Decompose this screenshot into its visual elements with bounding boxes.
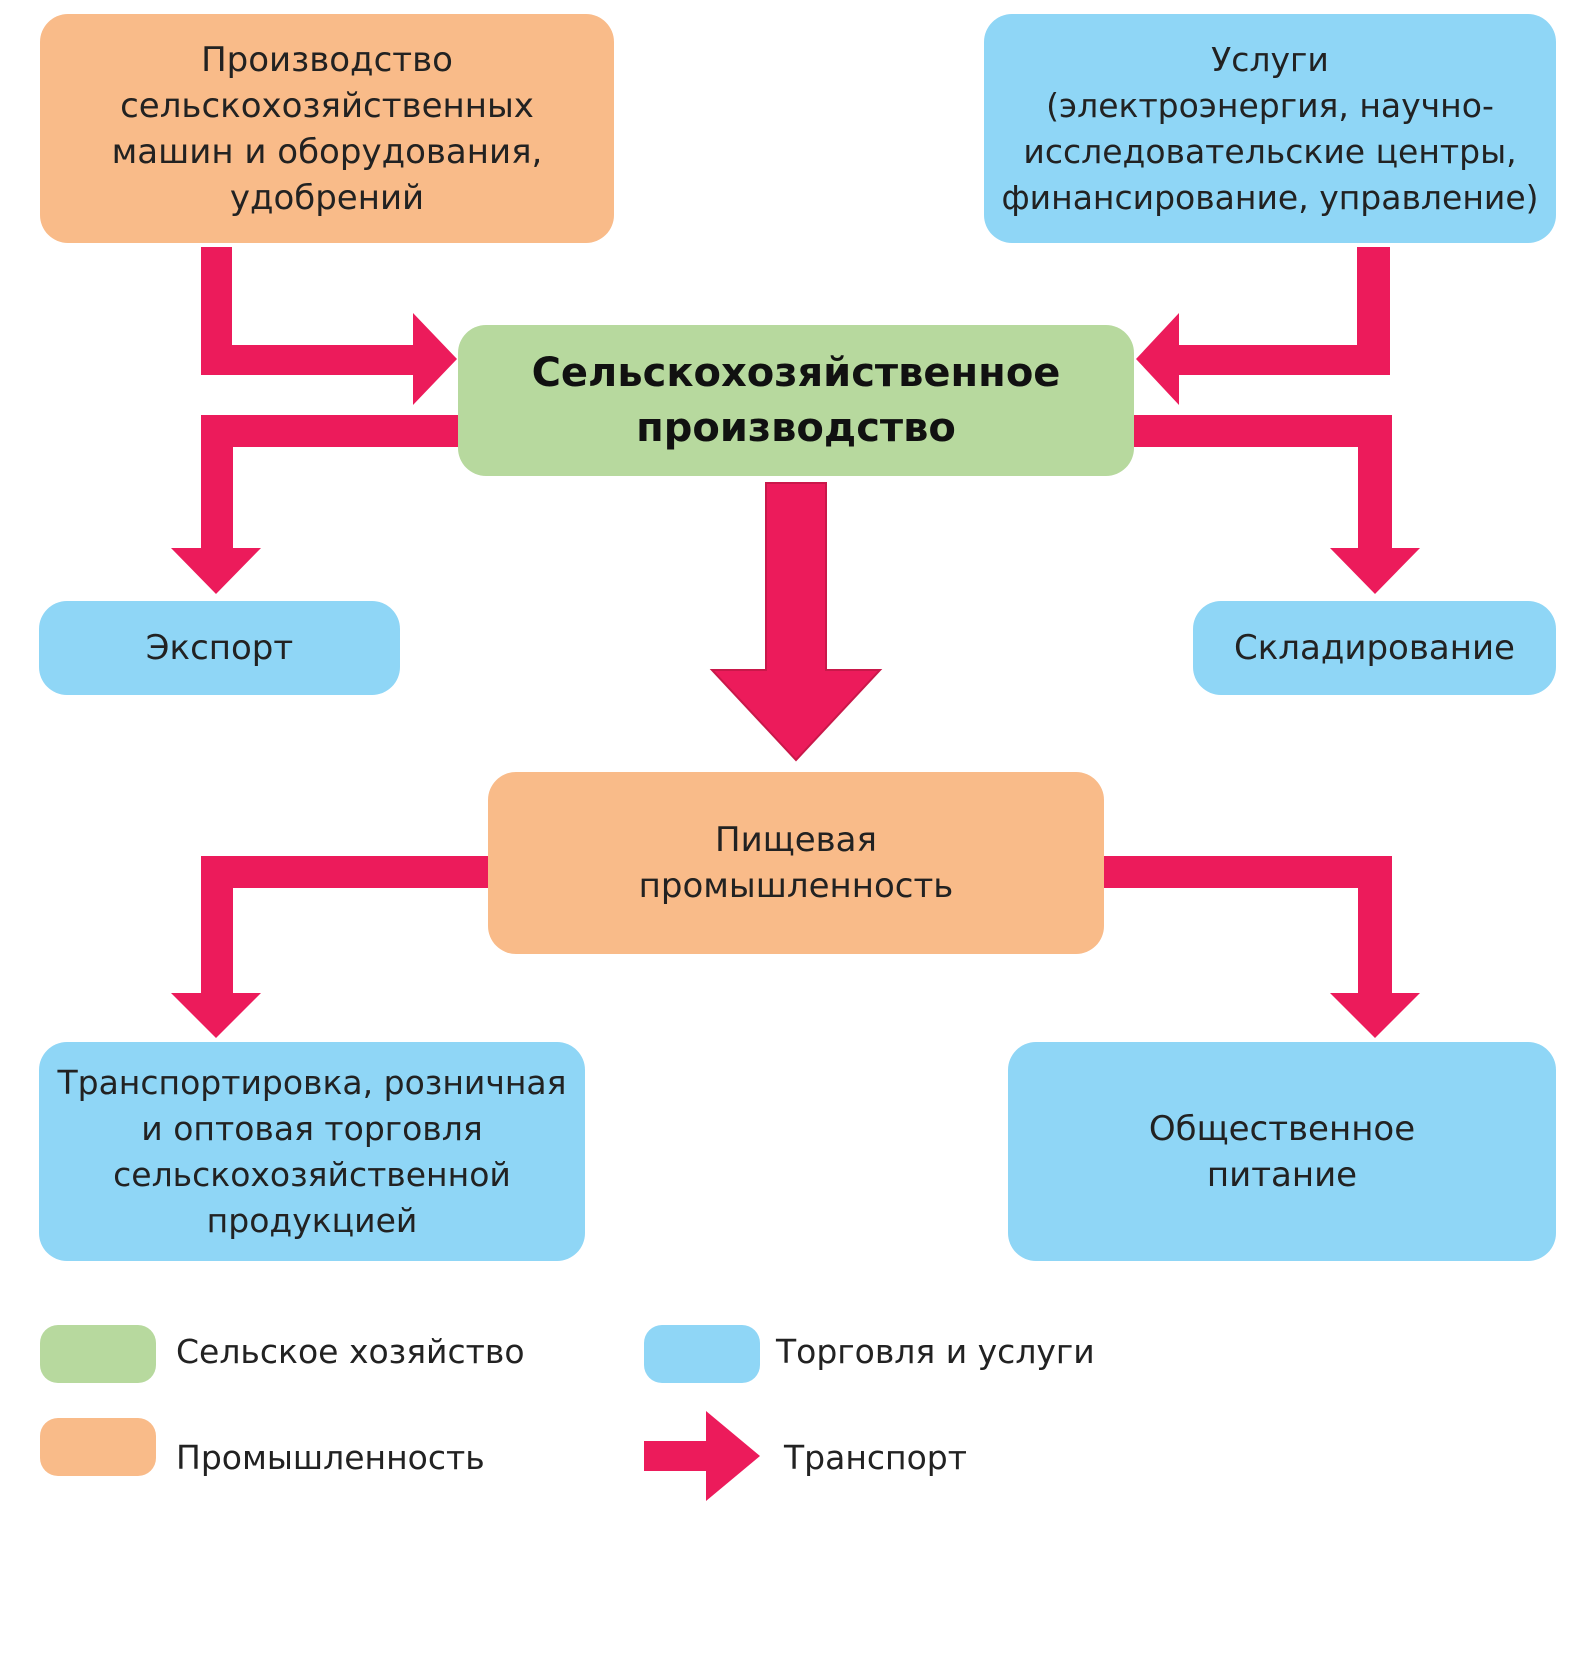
arrow-food-industry-to-catering: [1104, 856, 1420, 1038]
legend-label-industry: Промышленность: [176, 1438, 485, 1477]
node-catering: Общественное питание: [1008, 1042, 1556, 1261]
arrow-agriculture-to-export: [171, 415, 458, 594]
node-export-line: Экспорт: [145, 628, 294, 668]
node-transport-trade-line: продукцией: [206, 1200, 418, 1240]
node-services-line: финансирование, управление): [1001, 177, 1539, 217]
node-machinery-line: сельскохозяйственных: [120, 85, 534, 126]
legend-label-agriculture: Сельское хозяйство: [176, 1332, 525, 1371]
legend-arrow-icon: [644, 1411, 760, 1501]
legend-label-trade-services: Торговля и услуги: [776, 1332, 1095, 1371]
node-services-line: исследовательские центры,: [1023, 131, 1517, 171]
node-services-line: (электроэнергия, научно-: [1046, 85, 1494, 125]
node-machinery-line: машин и оборудования,: [111, 131, 543, 172]
legend-swatch-trade-services: [644, 1325, 760, 1383]
node-services: Услуги (электроэнергия, научно- исследов…: [984, 14, 1556, 243]
node-agriculture: Сельскохозяйственное производство: [458, 325, 1134, 476]
node-machinery-line: удобрений: [229, 177, 425, 218]
node-transport-trade-line: и оптовая торговля: [141, 1108, 483, 1148]
node-agriculture-line: производство: [636, 404, 956, 451]
node-transport-trade: Транспортировка, розничная и оптовая тор…: [39, 1042, 585, 1261]
node-export: Экспорт: [39, 601, 400, 695]
arrow-agriculture-to-storage: [1134, 415, 1420, 594]
arrow-machinery-to-agriculture: [201, 247, 457, 405]
node-services-line: Услуги: [1211, 39, 1329, 79]
node-machinery-line: Производство: [201, 39, 453, 80]
legend-swatch-agriculture: [40, 1325, 156, 1383]
node-agriculture-line: Сельскохозяйственное: [531, 349, 1061, 396]
node-transport-trade-line: сельскохозяйственной: [113, 1154, 511, 1194]
legend-swatch-industry: [40, 1418, 156, 1476]
node-catering-line: питание: [1206, 1154, 1358, 1195]
node-food-industry-line: промышленность: [638, 866, 954, 906]
arrow-agriculture-to-food-industry: [709, 482, 883, 762]
node-machinery: Производство сельскохозяйственных машин …: [40, 14, 614, 243]
legend-label-transport: Транспорт: [784, 1438, 967, 1477]
node-catering-line: Общественное: [1148, 1108, 1416, 1149]
arrow-food-industry-to-transport-trade: [171, 856, 488, 1038]
node-storage-line: Складирование: [1234, 628, 1515, 668]
arrow-services-to-agriculture: [1136, 247, 1390, 405]
node-food-industry: Пищевая промышленность: [488, 772, 1104, 954]
node-storage: Складирование: [1193, 601, 1556, 695]
node-transport-trade-line: Транспортировка, розничная: [57, 1062, 567, 1102]
node-food-industry-line: Пищевая: [715, 820, 877, 860]
